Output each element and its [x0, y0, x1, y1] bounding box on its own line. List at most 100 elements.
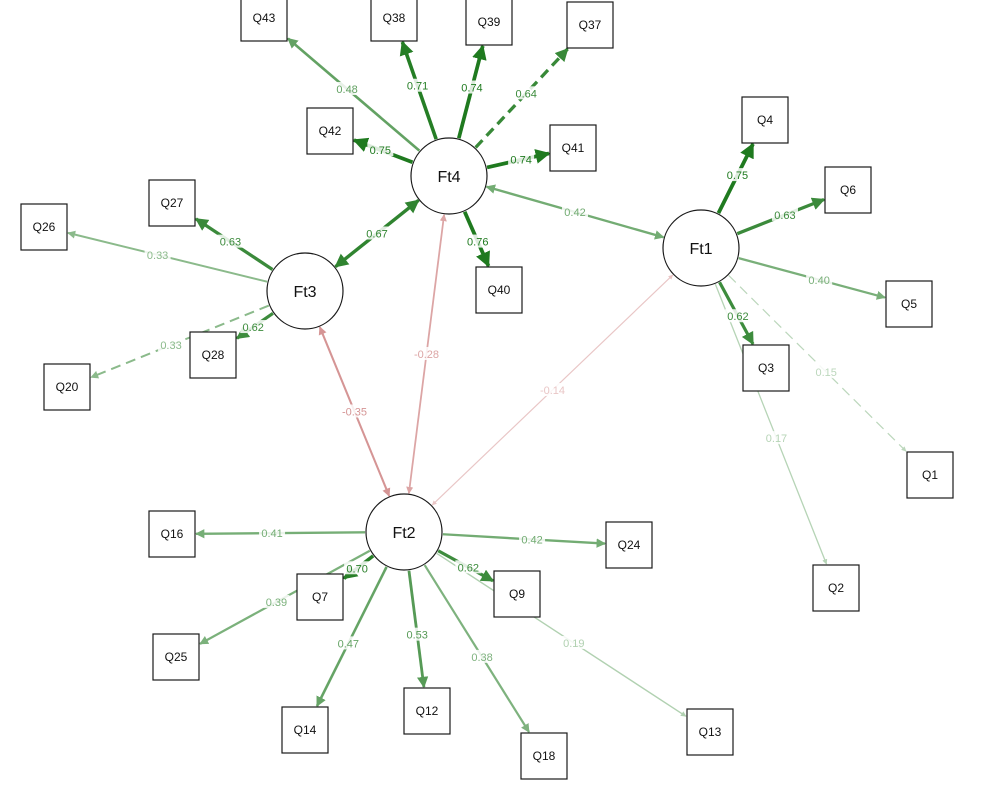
- loading-ft4-q43-label: 0.48: [336, 84, 357, 96]
- item-label: Q9: [509, 587, 525, 601]
- loading-ft1-q5-label: 0.40: [808, 275, 829, 287]
- loading-ft1-q3-label: 0.62: [727, 311, 748, 323]
- loading-ft2-q9-label: 0.62: [458, 562, 479, 574]
- item-node-q18: Q18: [520, 732, 568, 780]
- item-box: [906, 451, 954, 499]
- item-label: Q18: [533, 749, 556, 763]
- loading-ft2-q25-label-bg: [263, 594, 290, 608]
- loading-ft2-q18: [423, 564, 530, 733]
- item-node-q16: Q16: [148, 510, 196, 558]
- item-node-q26: Q26: [20, 203, 68, 251]
- item-node-q39: Q39: [465, 0, 513, 46]
- item-node-q2: Q2: [812, 564, 860, 612]
- correlation-ft3-ft2-label: -0.35: [342, 407, 367, 419]
- item-box: [686, 708, 734, 756]
- item-label: Q2: [828, 581, 844, 595]
- loading-ft4-q43-label-bg: [334, 81, 361, 95]
- loading-ft2-q12-label-bg: [404, 627, 431, 641]
- item-label: Q13: [699, 725, 722, 739]
- loading-ft1-q6-label-bg: [771, 207, 798, 221]
- item-label: Q43: [253, 11, 276, 25]
- factor-circle: [410, 137, 488, 215]
- loading-ft4-q41-label-bg: [508, 152, 535, 166]
- item-box: [812, 564, 860, 612]
- factor-label: Ft1: [689, 241, 712, 258]
- item-box: [148, 179, 196, 227]
- loading-ft1-q1-label-bg: [813, 365, 840, 379]
- loading-ft3-q27-label: 0.63: [220, 237, 241, 249]
- item-label: Q26: [33, 220, 56, 234]
- item-label: Q16: [161, 527, 184, 541]
- item-node-q25: Q25: [152, 633, 200, 681]
- item-box: [493, 570, 541, 618]
- loading-ft2-q18-label-bg: [469, 649, 496, 663]
- loading-ft3-q20-label-bg: [158, 338, 185, 352]
- item-box: [742, 344, 790, 392]
- item-label: Q14: [294, 723, 317, 737]
- loading-ft4-q39-label-bg: [458, 80, 485, 94]
- item-node-q42: Q42: [306, 107, 354, 155]
- loading-ft1-q6-label: 0.63: [774, 210, 795, 222]
- correlation-ft4-ft2-label: -0.28: [414, 349, 439, 361]
- item-node-q5: Q5: [885, 280, 933, 328]
- loading-ft2-q18-label: 0.38: [471, 652, 492, 664]
- loading-ft2-q7-label-bg: [344, 561, 371, 575]
- loading-ft1-q3-label-bg: [724, 309, 751, 323]
- item-node-q9: Q9: [493, 570, 541, 618]
- item-box: [240, 0, 288, 42]
- factor-node-ft3: Ft3: [266, 252, 344, 330]
- item-box: [20, 203, 68, 251]
- item-box: [370, 0, 418, 42]
- correlation-ft1-ft2-label: -0.14: [540, 385, 565, 397]
- item-label: Q3: [758, 361, 774, 375]
- loading-ft4-q37-label-bg: [513, 86, 540, 100]
- item-box: [281, 706, 329, 754]
- item-node-q7: Q7: [296, 573, 344, 621]
- loading-ft4-q41-label: 0.74: [510, 155, 531, 167]
- item-box: [465, 0, 513, 46]
- item-label: Q5: [901, 297, 917, 311]
- item-node-q3: Q3: [742, 344, 790, 392]
- loading-ft4-q37-label: 0.64: [515, 88, 536, 100]
- item-label: Q25: [165, 650, 188, 664]
- factor-label: Ft3: [293, 284, 316, 301]
- loading-ft1-q4-label-bg: [724, 168, 751, 182]
- loading-ft1-q1: [728, 275, 907, 452]
- item-node-q28: Q28: [189, 331, 237, 379]
- loading-ft3-q20-label: 0.33: [160, 340, 181, 352]
- item-node-q14: Q14: [281, 706, 329, 754]
- item-box: [605, 521, 653, 569]
- item-node-q13: Q13: [686, 708, 734, 756]
- item-label: Q12: [416, 704, 439, 718]
- correlation-ft4-ft1-label-bg: [562, 205, 588, 218]
- item-node-q4: Q4: [741, 96, 789, 144]
- item-node-q27: Q27: [148, 179, 196, 227]
- correlation-ft3-ft2-label-bg: [341, 404, 368, 418]
- loading-ft4-q38-label-bg: [404, 78, 431, 92]
- item-label: Q1: [922, 468, 938, 482]
- edges-layer: [67, 37, 907, 733]
- loading-ft4-q42-label: 0.75: [370, 145, 391, 157]
- loading-ft3-q28-label-bg: [240, 320, 267, 334]
- item-label: Q40: [488, 283, 511, 297]
- loading-ft2-q16-label-bg: [259, 526, 286, 540]
- loading-ft2-q14-label: 0.47: [338, 638, 359, 650]
- loading-ft3-q26-label: 0.33: [147, 250, 168, 262]
- item-box: [152, 633, 200, 681]
- item-label: Q37: [579, 18, 602, 32]
- loading-ft4-q42-label-bg: [367, 143, 394, 157]
- factor-circle: [662, 209, 740, 287]
- item-box: [824, 166, 872, 214]
- item-node-q24: Q24: [605, 521, 653, 569]
- loading-ft1-q2-label-bg: [763, 431, 790, 445]
- loading-ft2-q7-label: 0.70: [346, 563, 367, 575]
- item-node-q41: Q41: [549, 124, 597, 172]
- loading-ft1-q4-label: 0.75: [727, 170, 748, 182]
- loading-ft4-q38-label: 0.71: [407, 81, 428, 93]
- item-node-q1: Q1: [906, 451, 954, 499]
- item-box: [403, 687, 451, 735]
- loading-ft1-q1-label: 0.15: [816, 367, 837, 379]
- item-box: [520, 732, 568, 780]
- item-node-q40: Q40: [475, 266, 523, 314]
